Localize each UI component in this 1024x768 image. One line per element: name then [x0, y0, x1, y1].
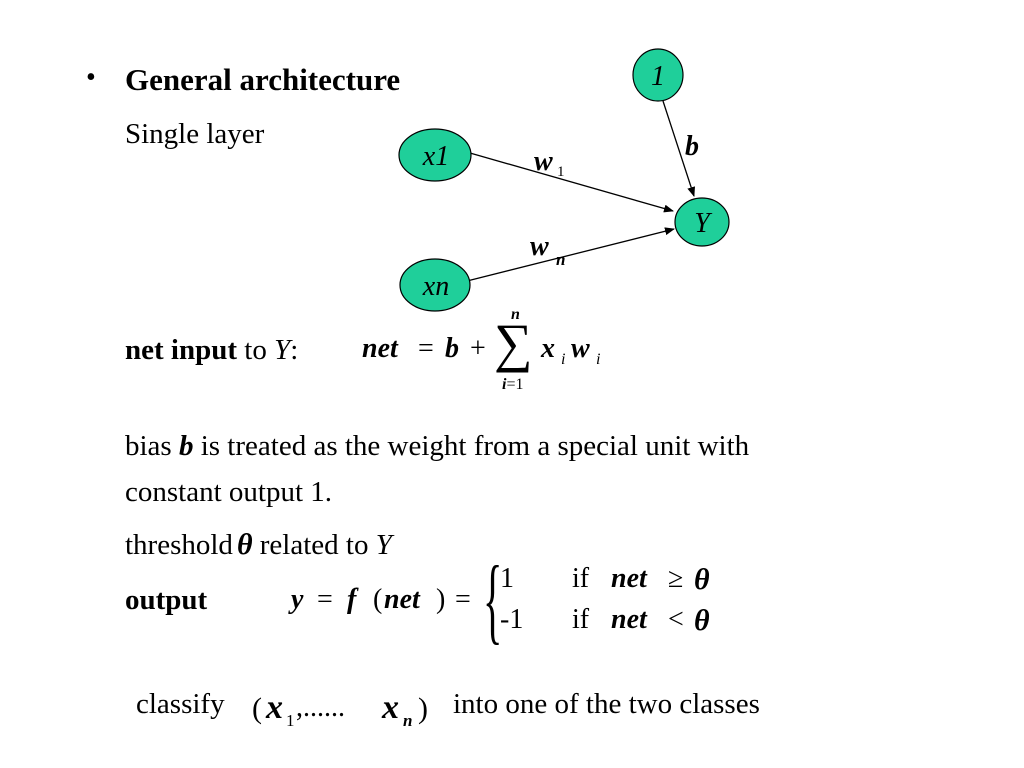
weight-w1-label: w [534, 146, 553, 177]
output-equals-2: = [455, 584, 471, 615]
classify-xn-sub: n [403, 711, 413, 730]
sigma-symbol: ∑ [494, 313, 533, 373]
case1-net: net [611, 563, 647, 594]
output-y: y [291, 584, 304, 615]
classify-close: ) [418, 692, 428, 725]
sigma-lower-index: i [502, 376, 507, 393]
output-equals-1: = [317, 584, 333, 615]
eq-x-sub: i [561, 351, 566, 368]
threshold-related: related to [252, 529, 376, 561]
threshold-theta: θ [236, 528, 253, 561]
node-bias-label: 1 [651, 61, 665, 92]
weight-wn-label: w [530, 231, 549, 262]
classify-label: classify [136, 688, 225, 720]
weight-b-label: b [685, 131, 699, 162]
classify-xn: x [382, 689, 399, 726]
output-open-paren: ( [373, 584, 383, 615]
slide-heading: General architecture [125, 62, 401, 97]
case2-if: if [572, 604, 590, 635]
edge-xn-to-y [466, 227, 675, 282]
edge-x1-to-y [469, 152, 674, 213]
classify-x1: x [266, 689, 283, 726]
case1-if: if [572, 563, 590, 594]
weight-w1-subscript: 1 [557, 164, 565, 180]
case2-value: -1 [500, 604, 524, 635]
weight-wn-subscript: n [556, 250, 565, 269]
net-input-bold: net input [125, 334, 238, 366]
node-bias [632, 48, 684, 102]
bias-post: is treated as the weight from a special … [193, 430, 750, 462]
bias-pre: bias [125, 430, 179, 462]
case2-op: < [668, 604, 684, 635]
case1-value: 1 [500, 563, 514, 594]
edge-bias-to-y [662, 100, 696, 197]
classify-open: ( [252, 692, 262, 725]
node-xn-label: xn [422, 271, 449, 302]
case1-theta: θ [694, 563, 710, 596]
eq-b: b [445, 333, 459, 364]
bullet-marker: • [86, 62, 96, 93]
node-xn [399, 258, 471, 312]
classify-x1-sub: 1 [286, 711, 295, 730]
output-brace: { [483, 546, 503, 653]
node-x1-label: x1 [422, 141, 449, 172]
net-input-y: Y [274, 334, 291, 366]
net-input-to: to [237, 334, 275, 366]
eq-plus: + [470, 333, 486, 364]
case2-theta: θ [694, 604, 710, 637]
node-y-label: Y [694, 208, 713, 239]
node-y [674, 197, 730, 247]
node-x1 [398, 128, 472, 182]
bias-b: b [178, 430, 194, 462]
threshold-y: Y [375, 529, 392, 561]
bias-line-1: bias b is treated as the weight from a s… [125, 430, 749, 463]
threshold-label: threshold [125, 529, 233, 561]
bias-line-2: constant output 1. [125, 476, 333, 508]
classify-rest: into one of the two classes [453, 688, 760, 720]
eq-w-sub: i [596, 351, 601, 368]
output-close-paren: ) [436, 584, 446, 615]
output-net: net [384, 584, 420, 615]
output-label: output [125, 584, 208, 616]
sigma-lower: i=1 [502, 376, 523, 394]
sigma-upper: n [511, 306, 520, 323]
eq-x: x [541, 333, 555, 364]
eq-net: net [362, 333, 398, 364]
eq-w: w [571, 333, 590, 364]
eq-equals: = [418, 333, 434, 364]
net-input-colon: : [290, 334, 299, 366]
slide-subheading: Single layer [125, 118, 265, 150]
output-f: f [347, 584, 357, 615]
case1-op: ≥ [668, 563, 684, 594]
net-input-label: net input to Y: [125, 334, 298, 367]
classify-dots: ,...... [296, 692, 345, 723]
sigma-lower-start: =1 [506, 376, 524, 393]
case2-net: net [611, 604, 647, 635]
